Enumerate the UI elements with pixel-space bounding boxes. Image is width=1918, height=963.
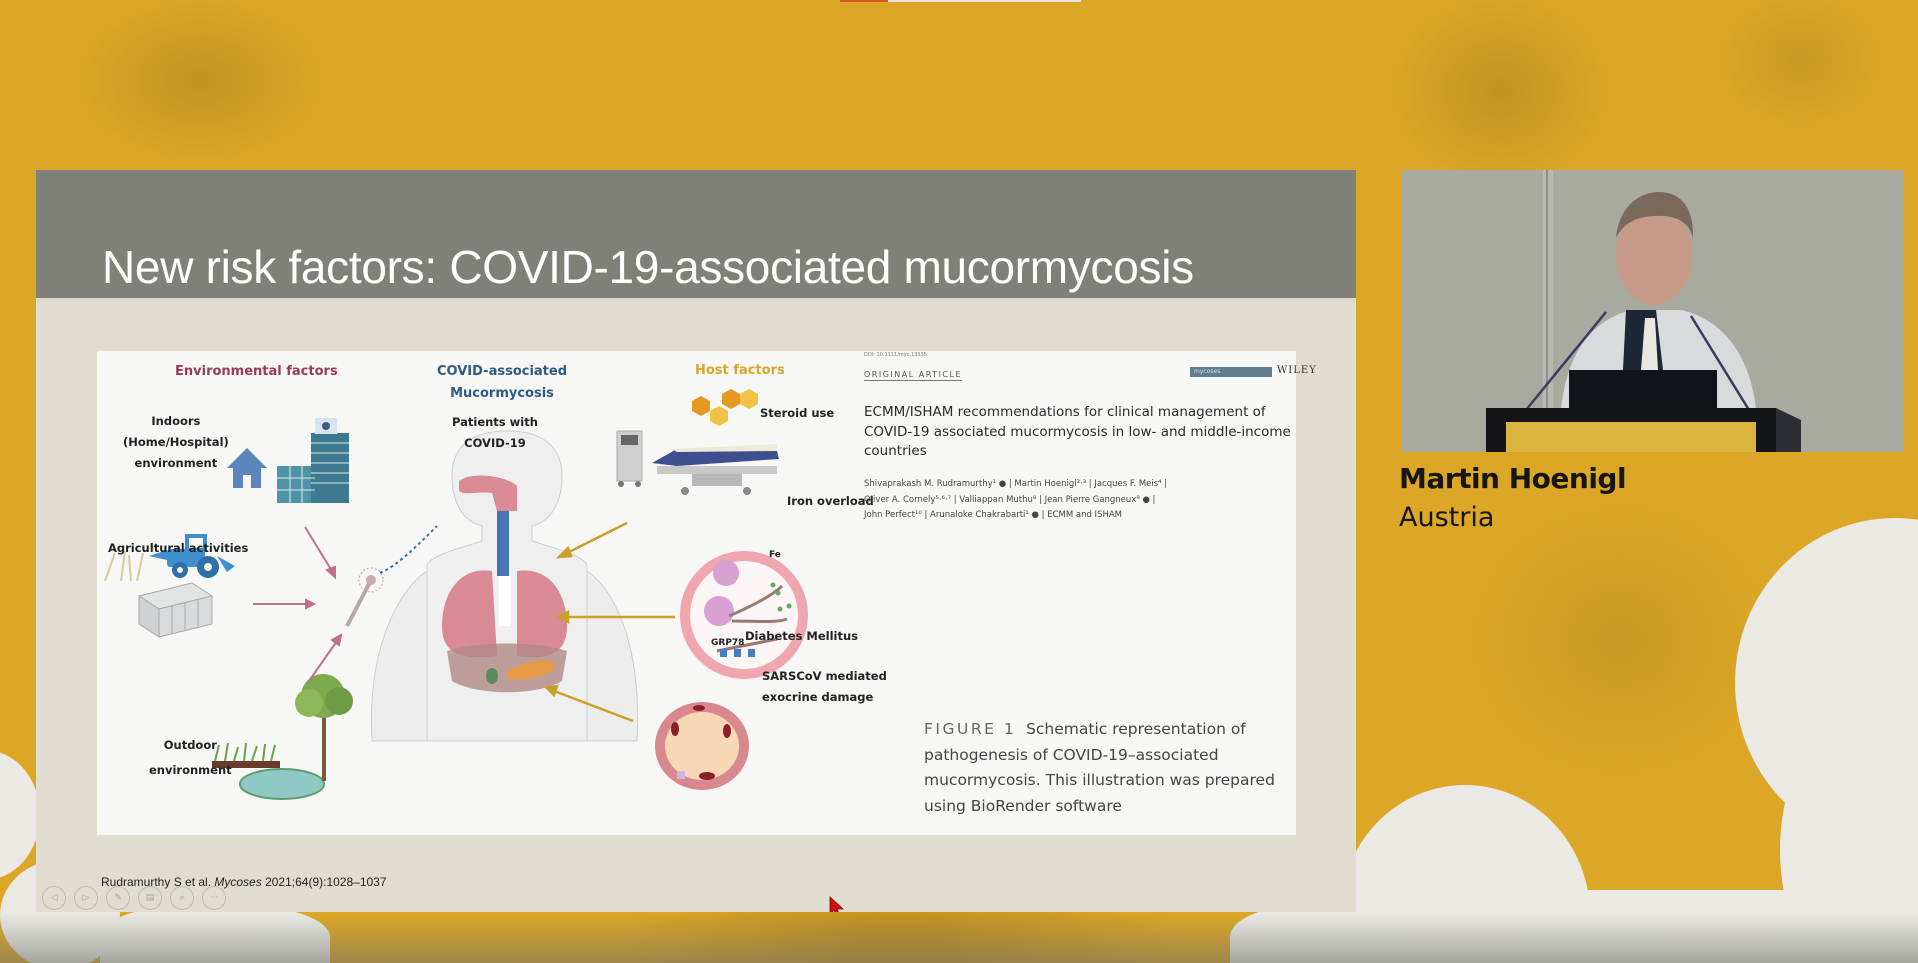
host-arrows (544, 521, 675, 723)
figure-caption-text: Schematic representation of pathogenesis… (924, 720, 1275, 815)
slides-overview-icon[interactable]: ▤ (138, 886, 162, 910)
label-agricultural: Agricultural activities (108, 541, 249, 555)
hospital-icon (277, 418, 349, 503)
inhalation-path (379, 525, 438, 574)
heading-covid-associated: COVID-associated Mucormycosis (437, 364, 568, 401)
article-section: ORIGINAL ARTICLE (864, 370, 963, 381)
pancreas-tissue-icon (655, 702, 749, 790)
slide-nav-controls: ◁ ▷ ✎ ▤ ⌕ ··· (42, 886, 226, 910)
next-slide-icon[interactable]: ▷ (74, 886, 98, 910)
slide-citation: Rudramurthy S et al. Mycoses 2021;64(9):… (101, 875, 387, 889)
label-indoors: Indoors (Home/Hospital) environment (123, 414, 229, 470)
steroid-hexagons-icon (692, 389, 758, 426)
label-outdoor: Outdoor environment (149, 738, 232, 777)
label-patients-covid: Patients with COVID-19 (452, 415, 538, 450)
previous-slide-icon[interactable]: ◁ (42, 886, 66, 910)
heading-host-factors: Host factors (695, 363, 785, 378)
journal-badge: mycoses (1190, 367, 1272, 377)
fungal-spore-icon (345, 567, 384, 627)
progress-fill (840, 0, 888, 2)
label-steroid-use: Steroid use (760, 406, 835, 420)
figure-caption: FIGURE 1 Schematic representation of pat… (924, 717, 1284, 819)
heading-environmental-factors: Environmental factors (175, 364, 338, 379)
tractor-icon (104, 534, 235, 582)
speaker-country: Austria (1399, 502, 1495, 533)
environment-arrows (253, 526, 343, 682)
speaker-name: Martin Hoenigl (1399, 462, 1627, 495)
outdoor-environment-icon (212, 674, 353, 800)
label-sarscov: SARSCoV mediated exocrine damage (762, 669, 887, 704)
label-iron-overload: Iron overload (787, 494, 874, 508)
pathogenesis-illustration (104, 389, 808, 800)
stream-progress-bar[interactable] (840, 0, 1081, 2)
pen-icon[interactable]: ✎ (106, 886, 130, 910)
speaker-video[interactable] (1401, 170, 1903, 452)
slide-header: New risk factors: COVID-19-associated mu… (36, 170, 1356, 298)
bottom-shade (0, 913, 1918, 963)
mouse-cursor-icon (829, 896, 845, 912)
hospital-bed-icon (616, 430, 779, 495)
slide-title: New risk factors: COVID-19-associated mu… (102, 241, 1194, 293)
publisher-logo: WILEY (1277, 365, 1317, 376)
label-fe: Fe (769, 550, 781, 560)
greenhouse-icon (137, 582, 214, 638)
article-authors: Shivaprakash M. Rudramurthy¹ ● | Martin … (864, 479, 1168, 520)
speaker-video-frame (1401, 170, 1903, 452)
house-icon (227, 448, 267, 488)
figure-panel: Environmental factors COVID-associated M… (97, 351, 1316, 835)
article-doi: DOI: 10.1111/myc.13335 (864, 352, 927, 358)
zoom-icon[interactable]: ⌕ (170, 886, 194, 910)
more-options-icon[interactable]: ··· (202, 886, 226, 910)
human-body-icon (370, 430, 639, 742)
figure-number: FIGURE 1 (924, 720, 1017, 738)
presentation-slide: New risk factors: COVID-19-associated mu… (36, 170, 1356, 912)
label-grp78: GRP78 (711, 638, 745, 648)
label-diabetes: Diabetes Mellitus (745, 629, 859, 643)
iron-overload-blood-vessel-icon (680, 551, 808, 679)
article-title: ECMM/ISHAM recommendations for clinical … (864, 404, 1291, 459)
